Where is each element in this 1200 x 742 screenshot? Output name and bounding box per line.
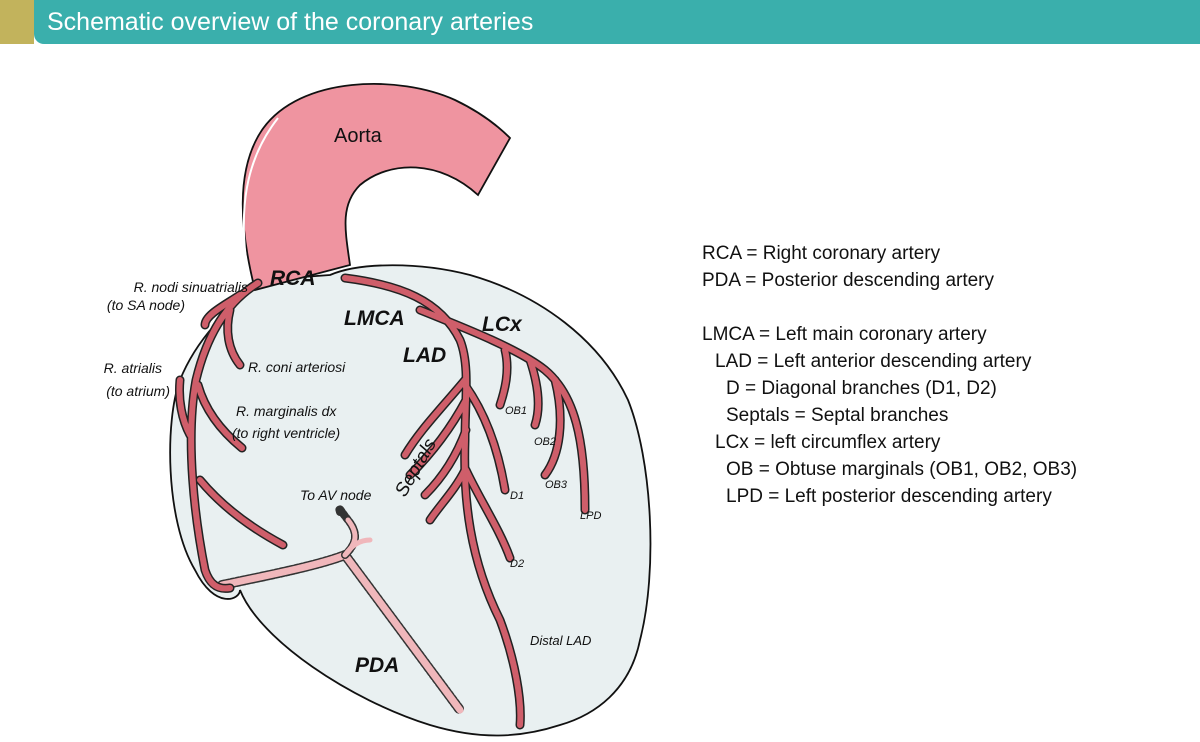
posterior-arteries	[217, 504, 465, 715]
label-atrial-1: R. atrialis	[104, 360, 162, 376]
legend-rca: RCA = Right coronary artery	[702, 243, 941, 264]
heart-outline	[169, 264, 652, 737]
aorta-highlight	[242, 117, 279, 276]
label-distal-lad: Distal LAD	[530, 633, 591, 648]
label-lmca: LMCA	[344, 307, 405, 330]
legend: RCA = Right coronary artery PDA = Poster…	[702, 240, 1077, 510]
label-d1: D1	[510, 490, 524, 502]
atrial-branch	[176, 377, 193, 438]
label-marginalis-1: R. marginalis dx	[236, 403, 337, 419]
legend-d: D = Diagonal branches (D1, D2)	[726, 378, 997, 399]
label-ob1: OB1	[505, 405, 527, 417]
ob1-branch	[497, 347, 511, 408]
legend-gap	[702, 294, 1077, 321]
page-title: Schematic overview of the coronary arter…	[47, 8, 534, 36]
label-atrial-2: (to atrium)	[106, 383, 170, 399]
sa-node-branch	[202, 292, 243, 328]
arteries	[175, 273, 590, 730]
septal-branch-4	[427, 467, 468, 523]
header-accent	[0, 0, 34, 44]
label-ob3: OB3	[545, 479, 568, 491]
label-coni: R. coni arteriosi	[248, 359, 346, 375]
legend-lpd: LPD = Left posterior descending artery	[726, 486, 1052, 507]
d2-branch	[463, 467, 513, 561]
legend-lcx: LCx = left circumflex artery	[715, 432, 941, 453]
ob3-branch	[542, 377, 564, 478]
aorta	[241, 83, 512, 292]
legend-pda: PDA = Posterior descending artery	[702, 270, 995, 291]
legend-septals: Septals = Septal branches	[726, 405, 949, 426]
label-lpd: LPD	[580, 510, 601, 522]
d1-branch	[462, 382, 508, 493]
legend-lad: LAD = Left anterior descending artery	[715, 351, 1032, 372]
septal-branch-3	[422, 427, 469, 498]
coni-branch	[224, 307, 243, 368]
label-lad: LAD	[403, 344, 446, 367]
crux-branch	[342, 537, 373, 558]
marginalis-branch	[195, 382, 245, 451]
label-lcx: LCx	[482, 313, 523, 336]
legend-ob: OB = Obtuse marginals (OB1, OB2, OB3)	[726, 459, 1078, 480]
ob2-branch	[527, 357, 542, 428]
rca-branch	[188, 280, 261, 592]
header-bar	[34, 0, 1200, 44]
legend-lmca: LMCA = Left main coronary artery	[702, 324, 987, 345]
label-av-node: To AV node	[300, 487, 372, 503]
header: Schematic overview of the coronary arter…	[0, 0, 1200, 44]
label-sa-node-2: (to SA node)	[107, 297, 185, 313]
septal-branch-2	[407, 397, 469, 478]
septal-branch-1	[402, 377, 468, 458]
lcx-branch	[417, 307, 588, 513]
label-pda: PDA	[355, 654, 399, 677]
label-sa-node-1: R. nodi sinuatrialis	[134, 279, 248, 295]
label-rca: RCA	[270, 267, 316, 290]
label-d2: D2	[510, 558, 524, 570]
label-ob2: OB2	[534, 436, 556, 448]
label-aorta: Aorta	[334, 125, 383, 147]
acute-marginal-branch	[197, 477, 286, 548]
label-marginalis-2: (to right ventricle)	[232, 425, 340, 441]
